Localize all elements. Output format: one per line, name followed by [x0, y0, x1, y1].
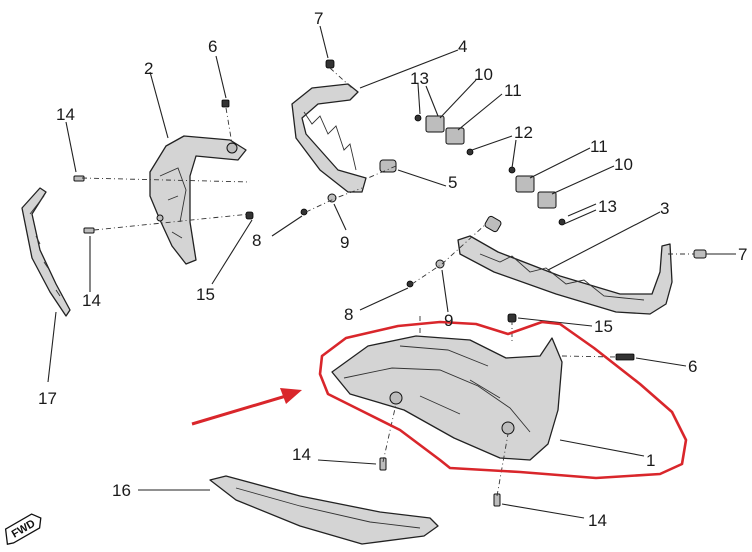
callout-12: 12	[514, 123, 533, 142]
part-11-clamp-upper[interactable]	[445, 127, 465, 145]
part-13-screw-upper[interactable]	[414, 114, 422, 122]
part-14-screw-2[interactable]	[83, 227, 95, 234]
part-16-lower-trim[interactable]	[209, 475, 439, 545]
callout-1: 1	[646, 451, 655, 470]
callout-5: 5	[448, 173, 457, 192]
part-17-side-strip[interactable]	[21, 187, 71, 317]
callout-14-lower-right: 14	[588, 511, 607, 530]
part-11-clamp-lower[interactable]	[515, 175, 535, 193]
callout-2: 2	[144, 59, 153, 78]
red-pointer-arrow	[191, 388, 302, 426]
part-13-screw-lower[interactable]	[558, 218, 566, 226]
hardware-group	[73, 59, 707, 507]
callout-14-lower-left: 14	[292, 445, 311, 464]
part-7-nut-right[interactable]	[693, 249, 707, 259]
highlight-outline	[318, 320, 688, 480]
callout-15-left: 15	[196, 285, 215, 304]
part-7-nut-top[interactable]	[325, 59, 335, 69]
callout-4: 4	[458, 37, 467, 56]
part-5-spacer-lower[interactable]	[484, 215, 502, 233]
callout-7-right: 7	[738, 245, 747, 264]
part-9-washer-upper[interactable]	[327, 193, 337, 203]
callout-10-upper: 10	[474, 65, 493, 84]
callout-16: 16	[112, 481, 131, 500]
part-6-screw-top[interactable]	[221, 99, 230, 108]
part-12-screw[interactable]	[466, 148, 516, 174]
callout-7-top: 7	[314, 9, 323, 28]
part-6-screw-right[interactable]	[615, 353, 635, 361]
callout-14-upper: 14	[56, 105, 75, 124]
part-3-lower-bracket[interactable]	[457, 235, 673, 315]
part-14-screw-3[interactable]	[379, 457, 387, 471]
callout-11-lower: 11	[590, 137, 608, 156]
part-9-washer-lower[interactable]	[435, 259, 445, 269]
callout-9-lower: 9	[444, 311, 453, 330]
part-10-clamp-upper[interactable]	[425, 115, 445, 133]
callout-10-lower: 10	[614, 155, 633, 174]
callout-14-left: 14	[82, 291, 101, 310]
part-15-nut-left[interactable]	[245, 211, 254, 220]
part-8-bolt-lower[interactable]	[406, 280, 414, 288]
part-5-spacer-upper[interactable]	[379, 159, 397, 173]
callout-15-right: 15	[594, 317, 613, 336]
part-10-clamp-lower[interactable]	[537, 191, 557, 209]
callout-8-lower: 8	[344, 305, 353, 324]
callout-6-top: 6	[208, 37, 217, 56]
callout-6-right: 6	[688, 357, 697, 376]
callout-8-upper: 8	[252, 231, 261, 250]
fwd-badge: FWD	[4, 513, 42, 545]
assembly-lines	[81, 67, 694, 497]
part-14-screw-1[interactable]	[73, 175, 85, 182]
leader-lines	[47, 25, 736, 519]
callout-13-lower: 13	[598, 197, 617, 216]
callout-9-upper: 9	[340, 233, 349, 252]
callouts: 2 6 14 14 7 4 5 8 9 15 13 10 11 12 11 10…	[38, 9, 747, 530]
part-1-main-handguard[interactable]	[331, 335, 563, 461]
callout-3: 3	[660, 199, 669, 218]
callout-11-upper: 11	[504, 81, 522, 100]
part-2-left-handguard-shell[interactable]	[149, 135, 247, 265]
callout-17: 17	[38, 389, 57, 408]
part-4-upper-bracket[interactable]	[291, 83, 367, 193]
callout-13-upper: 13	[410, 69, 429, 88]
